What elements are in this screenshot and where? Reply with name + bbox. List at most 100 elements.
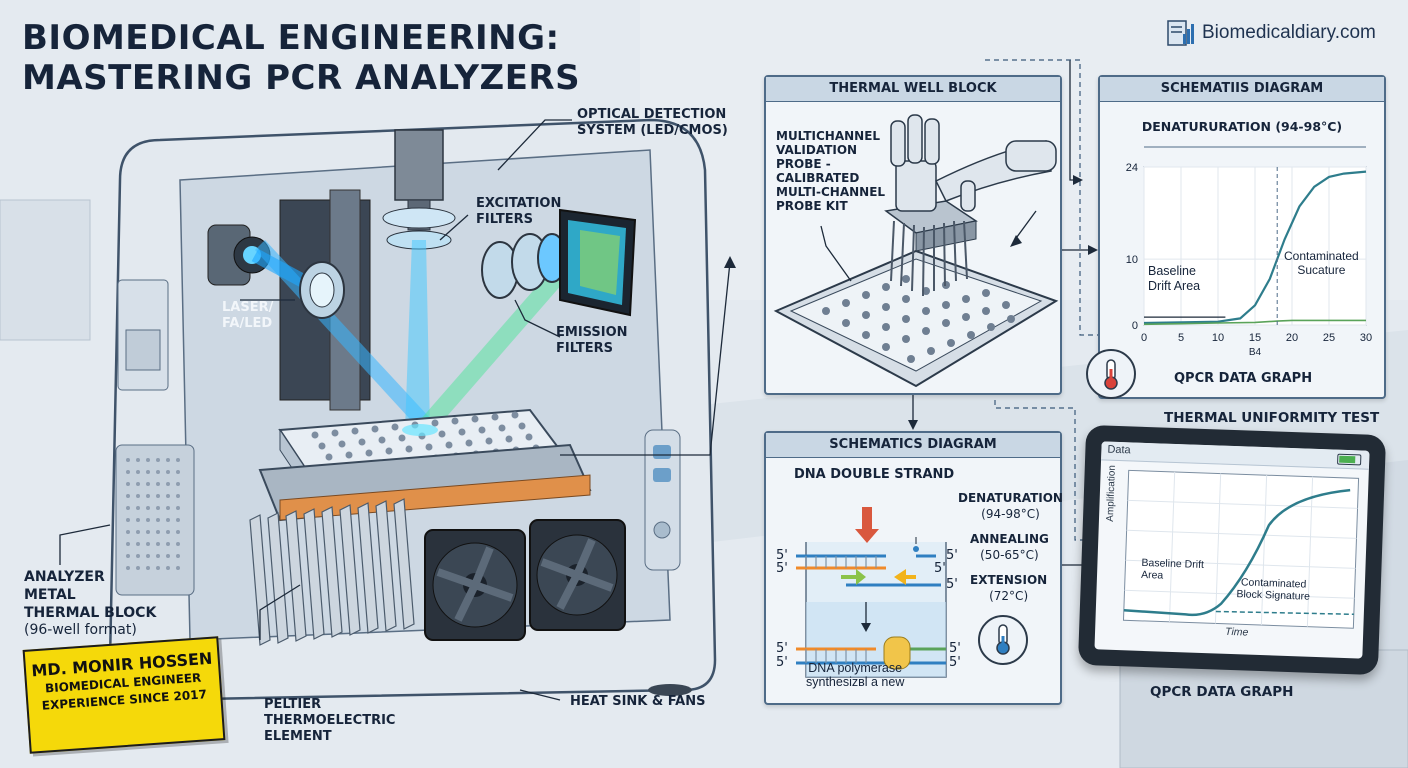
x-tick-label: 20: [1286, 332, 1298, 344]
label-line: synthesizвl a new: [806, 675, 905, 689]
label-line: SYSTEM (LED/CMOS): [577, 123, 728, 138]
series-line: [1143, 319, 1366, 326]
front-controls: [644, 429, 681, 571]
x-tick-label: 10: [1212, 332, 1224, 344]
y-tick-label: 0: [1132, 320, 1138, 332]
emission-lens-stack: [481, 233, 567, 299]
label-line: LASER/: [222, 300, 274, 315]
label-line: EXCITATION: [476, 196, 562, 211]
cooling-fans: [424, 519, 626, 641]
excitation-lens: [299, 261, 345, 319]
five-prime-label: 5': [934, 561, 946, 576]
label-line: DNA polymerase: [808, 661, 903, 675]
laser-label: LASER/ FA/LED: [222, 300, 273, 332]
x-tick-label: 0: [1141, 332, 1147, 344]
baseline-drift-label: Baseline Drift Area: [1148, 264, 1200, 294]
annealing-step-label: ANNEALING (50-65°C): [970, 532, 1049, 563]
heat-arrow-icon: [855, 507, 879, 543]
label-line: EXTENSION: [970, 573, 1048, 587]
brand-text: Biomedicaldiary.com: [1202, 22, 1376, 43]
five-prime-label: 5': [776, 641, 788, 656]
probe-illustration: [773, 114, 1059, 388]
label-line: Contaminated: [1284, 249, 1359, 263]
heat-sink: [249, 498, 415, 646]
dna-strand-label: DNA DOUBLE STRAND: [794, 467, 955, 482]
graph-caption: qPCR DATA GRAPH: [1174, 371, 1313, 386]
label-line: FILTERS: [556, 341, 613, 356]
five-prime-label: 5': [776, 655, 788, 670]
five-prime-label: 5': [949, 655, 961, 670]
tablet-graph: [1122, 469, 1360, 629]
tablet-baseline-label: Baseline Drift Area: [1141, 557, 1204, 583]
label-line: MULTICHANNEL: [776, 129, 881, 143]
chart-logo-icon: [1167, 20, 1194, 46]
polymerase-icon: [883, 636, 911, 670]
label-line: VALIDATION: [776, 143, 858, 157]
label-line: DENATURATION: [958, 491, 1063, 505]
thermal-uniformity-heading: THERMAL UNIFORMITY TEST: [1164, 410, 1380, 426]
label-line: Area: [1140, 568, 1164, 582]
optical-detection-label: OPTICAL DETECTION SYSTEM (LED/CMOS): [577, 107, 728, 139]
y-tick-label: 24: [1126, 162, 1138, 174]
label-line: PROBE KIT: [776, 199, 848, 213]
label-line: OPTICAL DETECTION: [577, 107, 727, 122]
five-prime-label: 5': [949, 641, 961, 656]
panel-title: SCHEMATICS DIAGRAM: [766, 433, 1060, 458]
label-line: THERMOELECTRIC: [264, 713, 396, 728]
tablet-contaminated-label: Contaminated Block Signature: [1236, 576, 1311, 603]
label-line: PELTIER: [264, 697, 322, 712]
label-line: (96-well format): [24, 622, 137, 638]
x-tick-label: 30: [1360, 332, 1372, 344]
label-line: PROBE -: [776, 157, 831, 171]
label-line: Block Signature: [1236, 588, 1311, 603]
pcr-analyzer-illustration: [108, 118, 717, 709]
thermometer-icon: [978, 615, 1028, 665]
label-line: EMISSION: [556, 325, 628, 340]
title-line-1: BIOMEDICAL ENGINEERING:: [22, 18, 560, 58]
contaminated-label: Contaminated Sucature: [1284, 249, 1359, 277]
tablet-app-title: Data: [1107, 443, 1131, 457]
x-axis-label: В4: [1249, 347, 1262, 358]
dna-schematic-panel: SCHEMATICS DIAGRAM DNA DOUBLE STRAND 5' …: [764, 431, 1063, 705]
label-line: FILTERS: [476, 212, 533, 227]
dna-cycle-illustration: [796, 507, 947, 678]
five-prime-label: 5': [776, 548, 788, 563]
label-line: METAL: [24, 587, 76, 603]
tablet-y-axis-label: Amplification: [1104, 464, 1118, 522]
light-beams: [251, 240, 570, 430]
label-line: Drift Area: [1148, 279, 1201, 293]
thermal-block-label: ANALYZER METAL THERMAL BLOCK (96-well fo…: [24, 568, 156, 638]
title-line-2: MASTERING PCR ANALYZERS: [22, 58, 581, 98]
tablet-screen[interactable]: Data Amplification Time Baseline Drift A…: [1094, 441, 1370, 659]
x-tick-label: 5: [1178, 332, 1184, 344]
x-tick-label: 15: [1249, 332, 1261, 344]
label-line: ANNEALING: [970, 532, 1049, 546]
five-prime-label: 5': [946, 577, 958, 592]
label-line: MULTI-CHANNEL: [776, 185, 886, 199]
label-line: THERMAL BLOCK: [24, 605, 157, 621]
panel-title: THERMAL WELL BLOCK: [766, 77, 1060, 102]
label-line: ELEMENT: [264, 729, 332, 744]
label-line: CALIBRATED: [776, 171, 860, 185]
thermal-well-block-panel: THERMAL WELL BLOCK: [764, 75, 1062, 395]
tablet-x-axis-label: Time: [1224, 625, 1249, 639]
x-tick-label: 25: [1323, 332, 1335, 344]
brand-logo[interactable]: Biomedicaldiary.com: [1166, 18, 1376, 48]
label-line: Sucature: [1297, 263, 1346, 277]
label-line: FA/LED: [222, 316, 273, 331]
five-prime-label: 5': [776, 561, 788, 576]
thermometer-icon: [1086, 349, 1136, 399]
arrow-to-thermal-panel: [724, 256, 736, 268]
label-line: (94-98°C): [981, 507, 1040, 521]
denaturation-step-label: DENATURATION (94-98°C): [958, 491, 1063, 522]
emission-filters-label: EMISSION FILTERS: [556, 325, 628, 357]
peltier-label: PELTIER THERMOELECTRIC ELEMENT: [264, 697, 395, 745]
qpcr-graph-panel: SCHEMATIIS DIAGRAM DENATURURATION (94-98…: [1086, 75, 1386, 399]
battery-icon: [1337, 453, 1362, 466]
excitation-filters-label: EXCITATION FILTERS: [476, 196, 561, 228]
y-tick-label: 10: [1126, 254, 1138, 266]
page-title: BIOMEDICAL ENGINEERING: MASTERING PCR AN…: [22, 18, 580, 98]
label-line: Baseline: [1148, 264, 1196, 278]
cmos-sensor: [559, 208, 637, 317]
